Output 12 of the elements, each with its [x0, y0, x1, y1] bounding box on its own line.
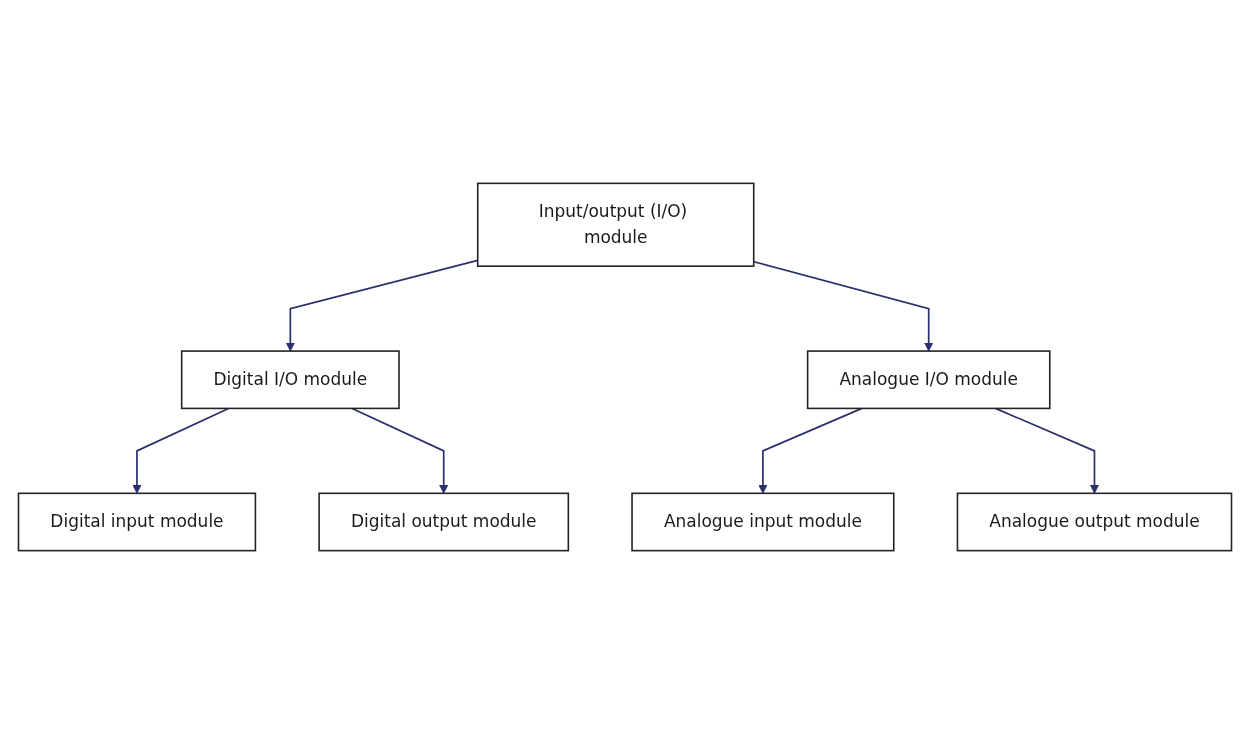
arrow — [351, 407, 449, 494]
node-box: Analogue I/O module — [806, 350, 1051, 410]
node-box: Analogue input module — [631, 492, 895, 552]
node-box: Input/output (I/O) module — [476, 182, 755, 267]
arrow — [132, 407, 230, 494]
arrow — [752, 260, 934, 352]
node-box: Digital I/O module — [180, 350, 400, 410]
node-box: Digital output module — [318, 492, 570, 552]
arrow — [758, 407, 863, 494]
arrow — [994, 407, 1100, 494]
node-box: Analogue output module — [956, 492, 1233, 552]
node-box: Digital input module — [17, 492, 257, 552]
